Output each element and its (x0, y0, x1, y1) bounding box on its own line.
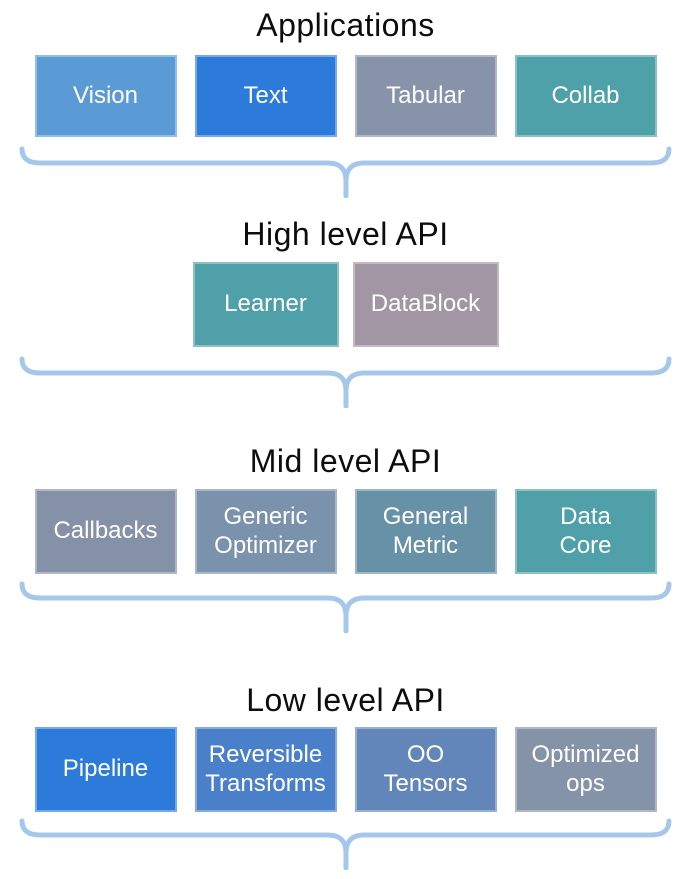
down-brace-icon (19, 146, 672, 198)
section-title-high-level-api: High level API (242, 216, 449, 252)
mid-level-box-row: Callbacks Generic Optimizer General Metr… (0, 489, 691, 574)
box-vision: Vision (34, 55, 177, 137)
low-level-box-row: Pipeline Reversible Transforms OO Tensor… (0, 727, 691, 812)
applications-box-row: Vision Text Tabular Collab (0, 55, 691, 137)
box-tabular: Tabular (354, 55, 497, 137)
box-data-core: Data Core (514, 489, 657, 574)
brace-low-level-api (0, 818, 691, 870)
section-title-low-level-api: Low level API (246, 682, 445, 718)
down-brace-icon (19, 581, 672, 633)
box-text: Text (194, 55, 337, 137)
brace-applications (0, 146, 691, 198)
box-general-metric: General Metric (354, 489, 497, 574)
section-title-applications: Applications (256, 7, 435, 43)
box-reversible-transforms: Reversible Transforms (194, 727, 337, 812)
box-optimized-ops: Optimized ops (514, 727, 657, 812)
box-generic-optimizer: Generic Optimizer (194, 489, 337, 574)
box-learner: Learner (192, 262, 339, 347)
box-collab: Collab (514, 55, 657, 137)
down-brace-icon (19, 818, 672, 870)
brace-mid-level-api (0, 581, 691, 633)
high-level-box-row: Learner DataBlock (0, 262, 691, 347)
box-oo-tensors: OO Tensors (354, 727, 497, 812)
box-callbacks: Callbacks (34, 489, 177, 574)
box-datablock: DataBlock (352, 262, 499, 347)
brace-high-level-api (0, 356, 691, 408)
section-title-mid-level-api: Mid level API (249, 443, 442, 479)
box-pipeline: Pipeline (34, 727, 177, 812)
down-brace-icon (19, 356, 672, 408)
